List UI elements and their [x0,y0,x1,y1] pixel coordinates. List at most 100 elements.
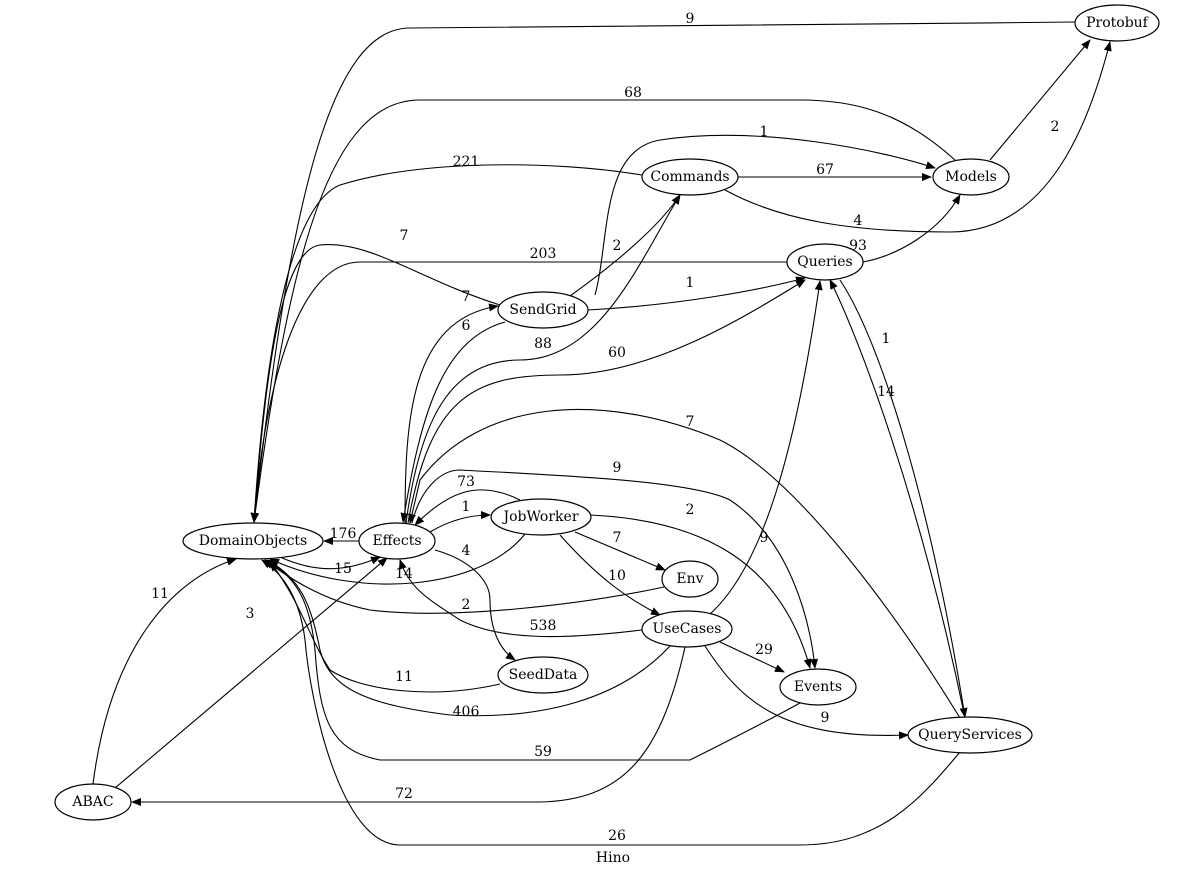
edge-usecases-queries [709,280,823,615]
edges [92,21,1112,846]
node-label: Env [676,571,703,587]
edge-effects-queries [407,279,806,524]
edge-effects-commands [405,194,681,524]
edge-label: 29 [755,642,773,658]
edge-queries-queryservices [839,279,968,718]
edge-label: 1 [686,275,695,291]
edge-label: 7 [400,228,409,244]
node-domainobjects[interactable]: DomainObjects [182,522,324,560]
edge-label: 538 [530,618,557,634]
edge-label: 9 [760,530,769,546]
edge-label: 9 [686,11,695,27]
node-protobuf[interactable]: Protobuf [1074,4,1160,42]
edge-models-protobuf [989,39,1091,161]
edge-sendgrid-effects [400,321,506,523]
edge-queryservices-effects [408,408,961,719]
edge-label: 14 [877,384,895,400]
edge-jobworker-domainobjects [269,533,526,585]
edge-label: 4 [462,543,471,559]
edge-sendgrid-models [594,134,936,296]
edge-jobworker-env [574,531,666,571]
edge-queries-domainobjects [250,261,787,523]
edge-label: 2 [1051,119,1060,135]
edge-abac-domainobjects [92,557,237,785]
node-label: ABAC [71,794,113,810]
node-models[interactable]: Models [932,158,1010,196]
edge-label: 26 [608,828,626,844]
edge-domainobjects-effects [279,556,381,570]
node-commands[interactable]: Commands [641,158,739,196]
edge-queries-models [862,194,961,263]
edge-label: 1 [760,124,769,140]
edge-label: 406 [453,704,480,720]
node-label: SendGrid [509,302,576,318]
node-label: QueryServices [918,727,1022,743]
edge-label: 10 [608,568,626,584]
edge-label: 3 [246,606,255,622]
node-label: Queries [797,254,852,270]
edge-label: 60 [608,345,626,361]
edge-usecases-domainobjects [267,559,671,717]
node-label: JobWorker [501,509,578,525]
edge-label: 68 [624,85,642,101]
edge-label: 7 [686,414,695,430]
node-events[interactable]: Events [779,668,857,706]
edge-sendgrid-domainobjects [250,244,501,523]
edge-label: 11 [151,586,169,602]
edge-label: 14 [395,566,413,582]
edge-label: 2 [686,502,695,518]
edge-label: 15 [334,561,352,577]
edge-events-domainobjects [264,559,801,761]
edge-commands-protobuf [724,41,1112,233]
edge-usecases-queryservices [704,645,909,740]
edge-usecases-effects [399,559,643,638]
edge-models-domainobjects [251,99,956,523]
edge-sendgrid-commands [569,194,681,297]
edge-label: 7 [613,530,622,546]
edge-label: 4 [854,213,863,229]
edge-label: 11 [395,669,413,685]
nodes: Protobuf Models Commands Queries SendGri… [54,4,1160,821]
edge-usecases-abac [131,646,686,806]
edge-sendgrid-queries [587,276,806,311]
edge-label: 221 [453,154,480,170]
node-jobworker[interactable]: JobWorker [490,498,592,536]
edge-commands-domainobjects [250,164,643,523]
node-abac[interactable]: ABAC [54,783,132,821]
edge-label: 73 [457,474,475,490]
edge-labels: 9 68 67 2 4 1 221 7 203 2 1 93 7 6 88 60… [151,11,1059,844]
edge-effects-jobworker [429,511,491,533]
node-label: SeedData [509,667,578,683]
edge-queryservices-queries [829,279,966,719]
node-env[interactable]: Env [661,560,719,598]
node-queryservices[interactable]: QueryServices [907,716,1033,754]
edge-label: 67 [816,162,834,178]
edge-jobworker-usecases [559,534,661,616]
edge-label: 1 [462,499,471,515]
node-effects[interactable]: Effects [358,522,436,560]
edge-protobuf-domainobjects [251,21,1076,523]
node-queries[interactable]: Queries [786,243,864,281]
edge-label: 72 [395,786,413,802]
graph-label: Hino [596,850,630,866]
edge-label: 1 [882,331,891,347]
edge-seeddata-domainobjects [269,561,501,693]
node-seeddata[interactable]: SeedData [497,656,589,694]
edge-label: 88 [534,336,552,352]
edge-queryservices-domainobjects [261,559,961,846]
edge-jobworker-effects [414,489,521,526]
edge-label: 6 [462,318,471,334]
edge-abac-effects [114,557,388,789]
edge-effects-seeddata [434,549,516,661]
node-label: Models [945,169,997,185]
edge-label: 9 [613,460,622,476]
edge-label: 7 [462,289,471,305]
node-label: Effects [372,533,421,549]
node-sendgrid[interactable]: SendGrid [497,291,589,329]
edge-label: 59 [534,744,552,760]
node-usecases[interactable]: UseCases [641,610,733,648]
edge-jobworker-events [589,514,812,669]
edge-effects-events [411,469,819,669]
edge-effects-sendgrid [404,303,499,524]
node-label: Commands [650,169,729,185]
